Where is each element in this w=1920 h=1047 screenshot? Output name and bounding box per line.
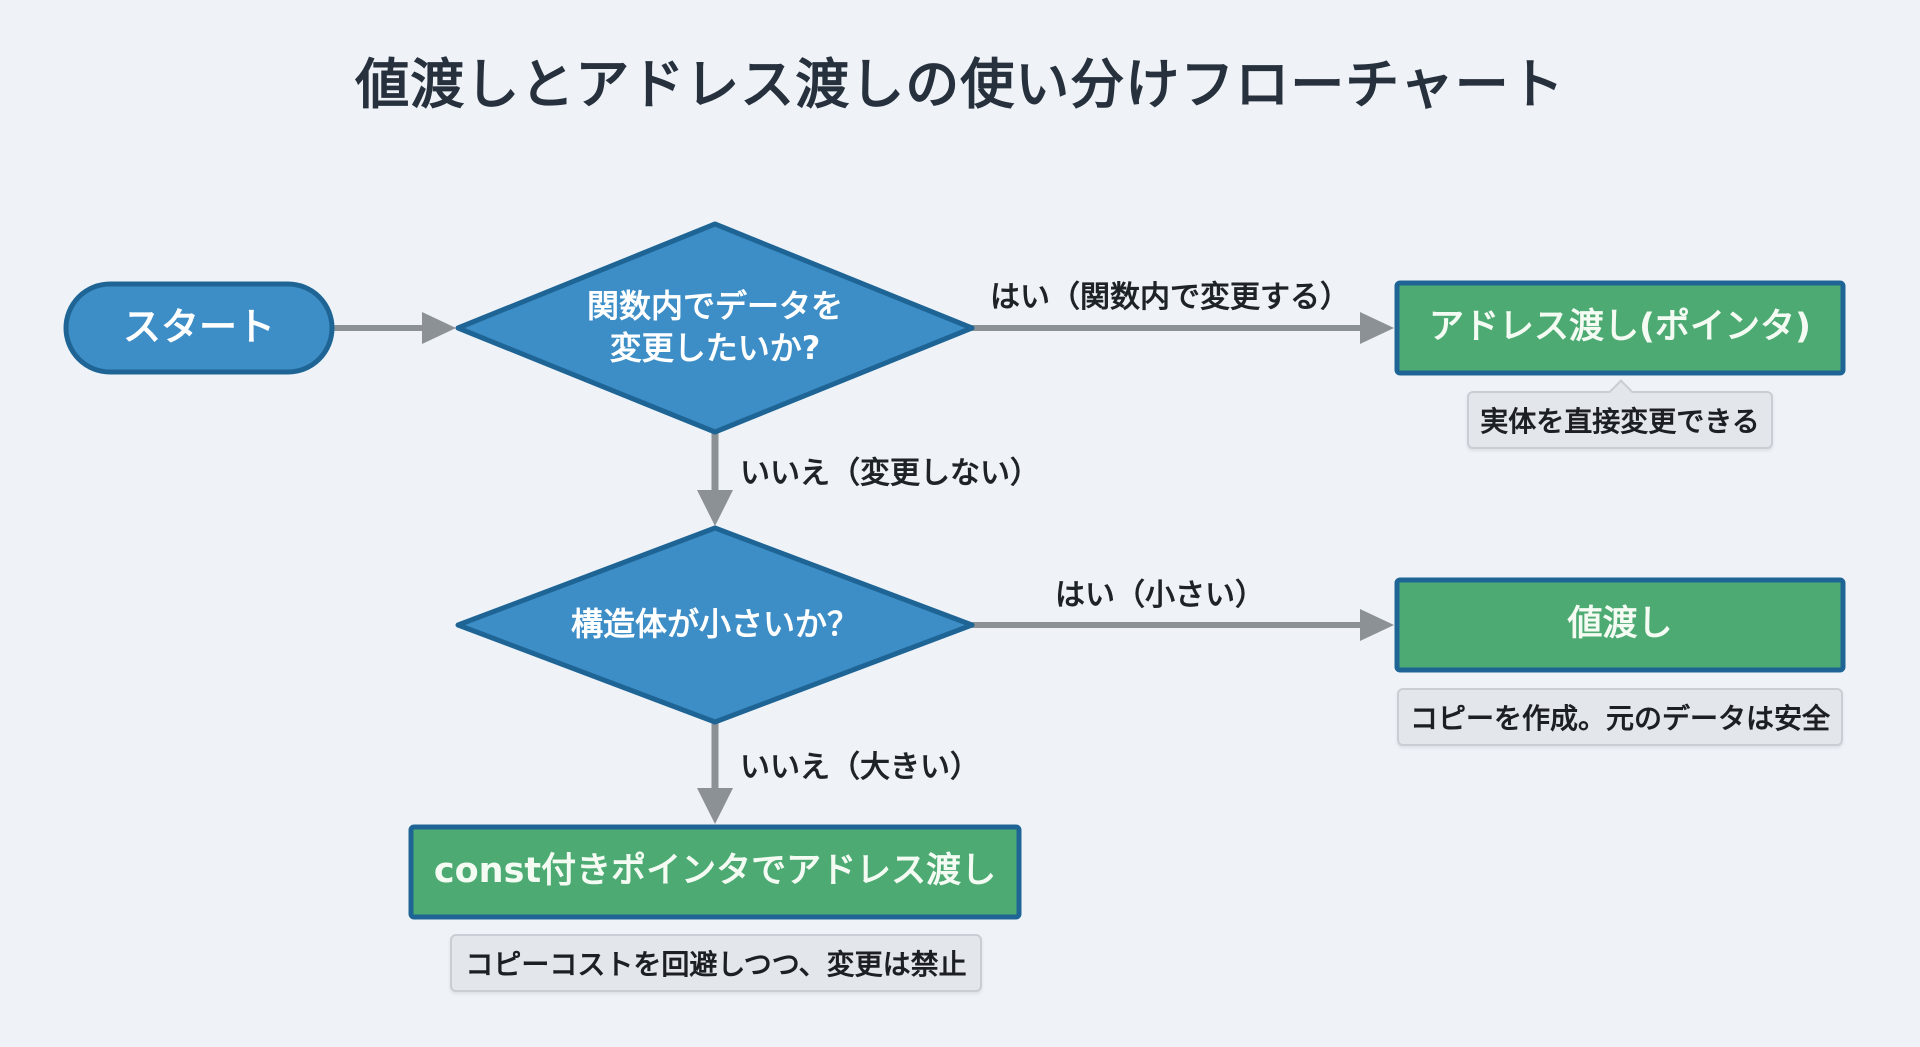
edge-label-decision2-yes: はい（小さい） (1055, 578, 1265, 613)
edge-label-decision1-no: いいえ（変更しない） (740, 456, 1040, 491)
page-title: 値渡しとアドレス渡しの使い分けフローチャート (355, 53, 1565, 116)
decision1-label-line2: 変更したいか? (609, 329, 821, 367)
result-value-node (1394, 577, 1846, 673)
result-address-node (1394, 280, 1846, 376)
arrow-decision1-no (697, 430, 733, 526)
start-node (63, 281, 335, 375)
note-address-text: 実体を直接変更できる (1480, 405, 1760, 438)
arrow-decision2-yes (972, 609, 1394, 641)
result-const-label: const付きポインタでアドレス渡し (433, 851, 997, 892)
note-const: コピーコストを回避しつつ、変更は禁止 (450, 934, 982, 992)
decision2-node (455, 525, 975, 725)
arrow-decision2-no (697, 722, 733, 824)
arrow-start-to-decision1 (334, 312, 456, 344)
decision1-label-line1: 関数内でデータを (586, 287, 843, 326)
result-const-node (408, 824, 1022, 920)
edge-label-decision1-yes: はい（関数内で変更する） (990, 280, 1350, 315)
decision2-label: 構造体が小さいか？ (570, 605, 859, 644)
decision1-node (455, 221, 975, 435)
note-address: 実体を直接変更できる (1467, 379, 1773, 449)
decision1-label: 関数内でデータを 変更したいか? (520, 276, 910, 380)
result-value-label: 値渡し (1567, 604, 1673, 645)
start-label: スタート (122, 305, 275, 350)
note-value: コピーを作成。元のデータは安全 (1397, 688, 1843, 746)
edge-label-decision2-no: いいえ（大きい） (740, 750, 980, 785)
arrow-decision1-yes (972, 312, 1394, 344)
result-address-label: アドレス渡し(ポインタ) (1429, 307, 1811, 348)
